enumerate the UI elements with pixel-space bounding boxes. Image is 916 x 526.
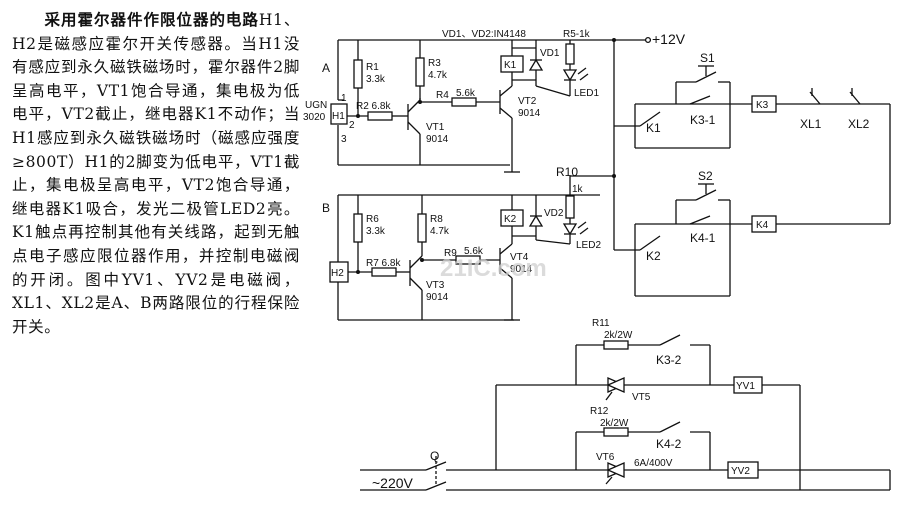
r2-resistor	[367, 111, 393, 121]
k4-2-label: K4-2	[656, 437, 682, 451]
k2-contact-label: K2	[646, 249, 661, 263]
ac-label: ~220V	[372, 475, 414, 491]
k1-coil-label: K1	[504, 60, 517, 71]
vd2-diode	[528, 214, 544, 227]
k3-relay-coil	[751, 95, 777, 113]
h1-pin1: 1	[341, 93, 347, 104]
k3-1-label: K3-1	[690, 113, 716, 127]
led2-label: LED2	[576, 240, 601, 251]
k4-1-label: K4-1	[690, 231, 716, 245]
vt3-part: 9014	[426, 292, 449, 303]
vt4-part: 9014	[510, 264, 533, 275]
xl1-label: XL1	[800, 117, 822, 131]
r4-resistor	[451, 97, 477, 107]
k3-label: K3	[756, 100, 769, 111]
r8-label: R8	[430, 214, 443, 225]
description-text: 采用霍尔器件作限位器的电路H1、H2是磁感应霍尔开关传感器。当H1没有感应到永久…	[12, 8, 300, 339]
r5-label: R5-1k	[563, 29, 591, 40]
xl2-label: XL2	[848, 117, 870, 131]
vt6-label: VT6	[596, 452, 615, 463]
r3-value: 4.7k	[428, 70, 448, 81]
led2	[562, 223, 578, 236]
r11-resistor	[603, 340, 629, 350]
vt3-transistor	[409, 255, 423, 320]
r10-resistor	[565, 195, 575, 219]
r8-value: 4.7k	[430, 226, 450, 237]
ugn-part: 3020	[303, 112, 326, 123]
description-title: 采用霍尔器件作限位器的电路	[44, 10, 259, 29]
r5-resistor	[565, 43, 575, 65]
s1-label: S1	[700, 51, 715, 65]
yv2-label: YV2	[731, 466, 750, 477]
vt6-rating: 6A/400V	[634, 458, 673, 469]
r9-label: R9	[444, 248, 457, 259]
r1-label: R1	[366, 62, 379, 73]
diode-note: VD1、VD2:IN4148	[442, 29, 526, 40]
r9-value: 5.6k	[464, 246, 484, 257]
vd1-diode	[528, 58, 544, 71]
q-label: Q	[430, 449, 439, 463]
vt3-label: VT3	[426, 280, 445, 291]
r4-value: 5.6k	[456, 88, 476, 99]
vt2-part: 9014	[518, 108, 541, 119]
r7-resistor	[371, 267, 397, 277]
h1-sensor	[330, 103, 348, 125]
h1-pin2: 2	[349, 120, 355, 131]
vt2-transistor	[499, 85, 513, 172]
ugn-label: UGN	[305, 100, 327, 111]
k3-2-label: K3-2	[656, 353, 682, 367]
vt5-label: VT5	[632, 392, 651, 403]
supply-rail	[338, 36, 652, 250]
r12-label: R12	[590, 406, 609, 417]
r1-value: 3.3k	[366, 74, 386, 85]
led1	[562, 69, 578, 82]
vt4-label: VT4	[510, 252, 529, 263]
k4-relay-coil	[751, 215, 777, 233]
section-b-label: B	[322, 201, 330, 215]
r8-resistor	[417, 213, 427, 243]
vt1-part: 9014	[426, 134, 449, 145]
r3-label: R3	[428, 58, 441, 69]
watermark: 21IC.com	[440, 255, 547, 282]
vd2-label: VD2	[544, 208, 564, 219]
vt4-transistor	[499, 243, 513, 320]
h2-label: H2	[331, 268, 344, 279]
k1-contact-label: K1	[646, 121, 661, 135]
r6-value: 3.3k	[366, 226, 386, 237]
r10-label: R10	[556, 165, 578, 179]
vt1-label: VT1	[426, 122, 445, 133]
supply-label: +12V	[652, 31, 686, 47]
r10-value: 1k	[572, 184, 584, 195]
r11-label: R11	[592, 318, 610, 329]
r12-resistor	[603, 427, 629, 437]
led1-label: LED1	[574, 88, 599, 99]
r12-value: 2k/2W	[600, 418, 629, 429]
vd1-label: VD1	[540, 48, 560, 59]
r2-label: R2 6.8k	[356, 101, 391, 112]
h1-pin3: 3	[341, 134, 347, 145]
r1-resistor	[353, 59, 363, 89]
r3-resistor	[415, 57, 425, 87]
k2-coil-label: K2	[504, 214, 517, 225]
description-body: H1、H2是磁感应霍尔开关传感器。当H1没有感应到永久磁铁磁场时，霍尔器件2脚呈…	[12, 11, 300, 336]
vt2-label: VT2	[518, 96, 537, 107]
r6-label: R6	[366, 214, 379, 225]
vt1-transistor	[407, 98, 421, 165]
section-a-label: A	[322, 61, 330, 75]
yv1-label: YV1	[736, 381, 755, 392]
h1-label: H1	[332, 111, 345, 122]
r6-resistor	[353, 213, 363, 243]
r7-label: R7 6.8k	[366, 258, 401, 269]
r4-label: R4	[436, 90, 449, 101]
s2-label: S2	[698, 169, 713, 183]
r11-value: 2k/2W	[604, 330, 633, 341]
k4-label: K4	[756, 220, 769, 231]
